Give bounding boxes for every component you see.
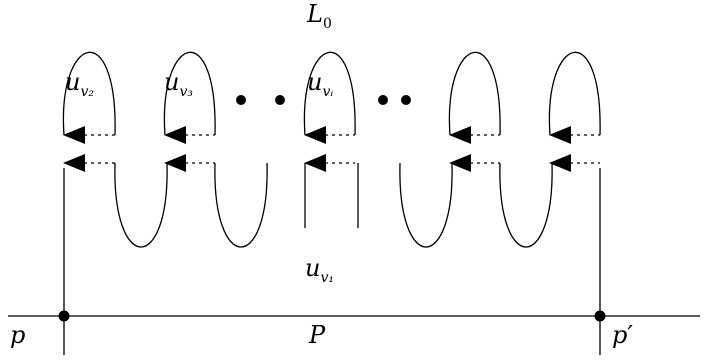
- arrowhead: [449, 154, 471, 172]
- label-P: P: [308, 321, 326, 349]
- arrowhead: [449, 126, 471, 144]
- label-u-v3-sub: v₃: [179, 84, 193, 100]
- point-p-prime: [594, 310, 606, 322]
- arrowhead: [164, 126, 186, 144]
- arrowhead: [304, 126, 326, 144]
- arrowhead: [164, 154, 186, 172]
- label-p: p: [10, 321, 25, 349]
- label-u-v1: uv₁: [305, 254, 334, 286]
- point-p: [58, 310, 70, 322]
- arrowhead: [304, 154, 326, 172]
- upper-loop-2: [163, 51, 216, 136]
- ellipsis-dot: [275, 95, 285, 105]
- lower-loop-1: [114, 162, 168, 248]
- label-u-v2-main: u: [65, 68, 80, 96]
- label-L0-sub: 0: [323, 16, 332, 32]
- upper-loop-1: [62, 51, 116, 136]
- label-u-v3: uv₃: [164, 68, 193, 100]
- label-u-v1-main: u: [305, 254, 320, 282]
- dotted-connectors: [84, 134, 600, 164]
- label-u-v1-sub: v₁: [320, 270, 334, 286]
- lower-loop-4: [499, 162, 553, 248]
- label-u-v2-sub: v₂: [80, 84, 94, 100]
- label-u-vi-main: u: [307, 68, 322, 96]
- ellipsis-dots: [236, 95, 411, 105]
- label-u-v3-main: u: [164, 68, 179, 96]
- arrowhead: [63, 154, 85, 172]
- label-u-vi: uvᵢ: [307, 68, 333, 100]
- label-L0: L0: [306, 0, 332, 32]
- label-L0-main: L: [306, 0, 323, 28]
- upper-loop-4: [448, 51, 501, 136]
- arrowhead: [63, 126, 85, 144]
- ellipsis-dot: [378, 95, 388, 105]
- ellipsis-dot: [236, 95, 246, 105]
- arrowhead: [549, 154, 571, 172]
- label-u-vi-sub: vᵢ: [322, 84, 333, 100]
- curves: [8, 51, 700, 355]
- ellipsis-dot: [401, 95, 411, 105]
- lower-loop-3: [399, 162, 453, 248]
- upper-loop-3: [303, 51, 356, 136]
- upper-loop-5: [548, 51, 601, 136]
- arrowhead: [549, 126, 571, 144]
- label-u-v2: uv₂: [65, 68, 94, 100]
- lower-loop-2: [214, 162, 268, 248]
- arrowheads: [63, 126, 571, 172]
- label-p-prime: p′: [612, 321, 633, 349]
